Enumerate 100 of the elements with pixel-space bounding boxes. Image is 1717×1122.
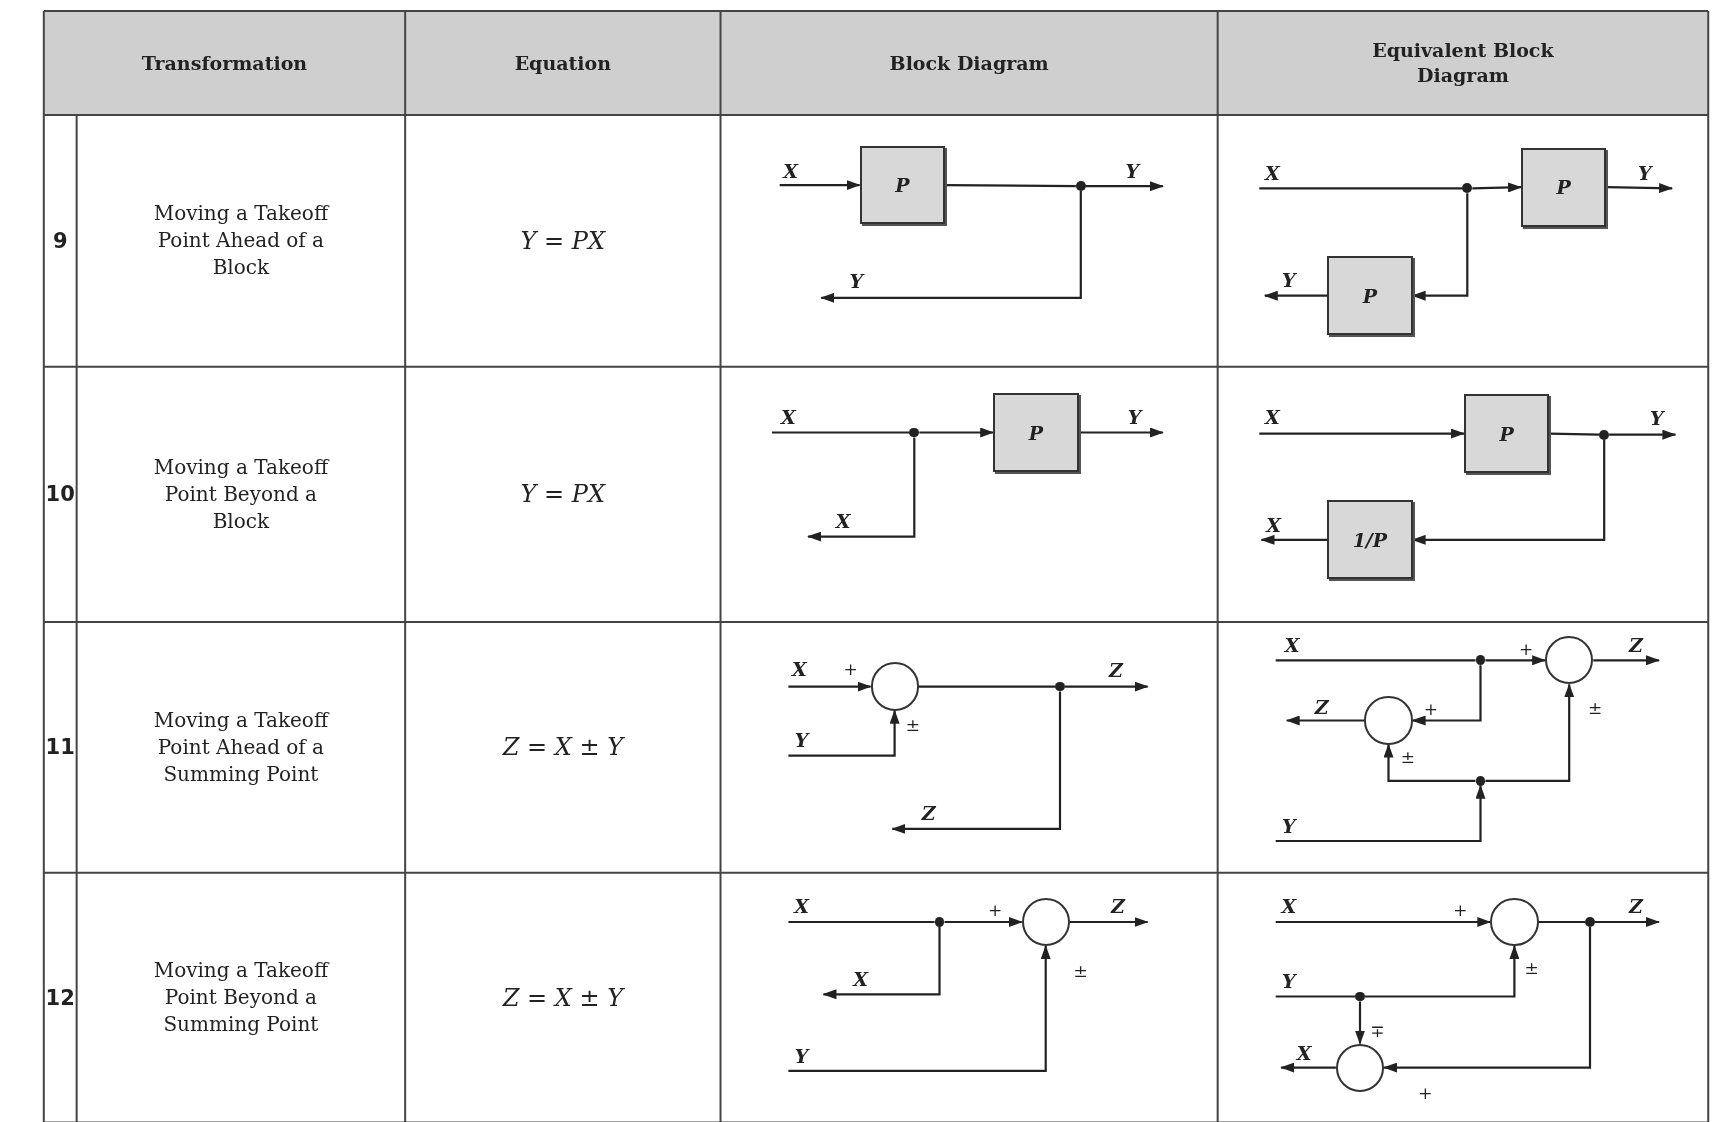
transfer-function-block: 1/P: [1327, 500, 1413, 580]
arrow: [1085, 181, 1164, 192]
signal-label: X: [791, 659, 808, 679]
signal-label: Y: [1636, 163, 1653, 183]
signal-label: Z: [1313, 697, 1330, 717]
sign-label: ±: [1400, 748, 1416, 766]
takeoff-point: [1475, 775, 1486, 786]
row-number: 10: [45, 482, 75, 507]
equation: Z = X ± Y: [502, 733, 623, 762]
sign-label: ∓: [1370, 1022, 1385, 1040]
row-number: 9: [52, 228, 68, 253]
takeoff-point: [1355, 991, 1365, 1002]
arrow: [1069, 917, 1149, 927]
transformation-name: Moving a Takeoff Point Ahead of a Summing Point: [152, 706, 331, 788]
sign-label: ±: [1588, 699, 1603, 717]
signal-line: [772, 431, 910, 434]
signal-line: [1549, 432, 1600, 436]
signal-label: X: [793, 896, 810, 916]
takeoff-point: [909, 427, 920, 438]
signal-label: Z: [920, 803, 937, 822]
sign-label: +: [843, 660, 858, 678]
sign-label: +: [988, 901, 1003, 919]
equation: Z = X ± Y: [502, 983, 623, 1012]
signal-line: [1275, 659, 1476, 662]
row-number: 11: [45, 735, 75, 760]
signal-label: Z: [1107, 660, 1124, 680]
sign-label: +: [1453, 901, 1468, 919]
sign-label: ±: [1524, 959, 1539, 977]
arrow: [1078, 427, 1164, 438]
arrow: [788, 681, 872, 692]
arrow: [1275, 917, 1492, 927]
arrow: [1606, 183, 1674, 194]
takeoff-point: [934, 917, 945, 927]
signal-line: [788, 920, 935, 924]
signal-label: Y: [1281, 270, 1297, 290]
signal-label: Z: [1628, 896, 1644, 916]
signal-label: X: [1264, 163, 1281, 183]
signal-label: X: [1295, 1043, 1313, 1063]
sign-label: +: [1418, 1084, 1433, 1102]
sign-label: ±: [905, 716, 921, 734]
transfer-function-block: P: [1464, 394, 1550, 474]
transformation-name: Moving a Takeoff Point Beyond a Summing Point: [152, 957, 331, 1039]
takeoff-point: [1599, 429, 1610, 440]
signal-label: Y: [848, 271, 865, 291]
arrow: [1285, 715, 1365, 726]
arrow: [788, 945, 1051, 1072]
signal-label: Y: [1281, 816, 1297, 836]
signal-label: Y: [1281, 971, 1297, 991]
row-number: 12: [45, 985, 75, 1010]
arrow: [1609, 429, 1677, 440]
arrow: [1260, 534, 1328, 545]
transfer-function-block: P: [1521, 147, 1607, 227]
signal-label: X: [1264, 407, 1281, 427]
signal-label: Z: [1628, 635, 1644, 655]
arrow: [1355, 1001, 1365, 1045]
transfer-function-block: P: [859, 145, 945, 225]
takeoff-point: [1585, 917, 1595, 927]
arrow: [1259, 428, 1465, 439]
column-header: Equivalent Block Diagram: [1371, 38, 1555, 88]
arrow: [1280, 1062, 1336, 1073]
sign-label: +: [1519, 640, 1534, 658]
arrow: [919, 427, 995, 438]
sign-label: ±: [1073, 962, 1088, 980]
signal-line: [945, 184, 1076, 188]
takeoff-point: [1462, 183, 1473, 194]
signal-label: X: [1283, 635, 1301, 655]
signal-label: X: [1280, 896, 1298, 916]
sign-label: +: [1423, 700, 1439, 718]
signal-label: X: [780, 407, 797, 427]
arrow: [891, 691, 1062, 834]
signal-label: Y: [793, 730, 810, 750]
arrow: [807, 437, 916, 542]
signal-label: Y: [793, 1046, 810, 1066]
arrow: [1472, 182, 1522, 193]
column-header: Transformation: [141, 50, 308, 76]
signal-line: [1259, 187, 1463, 190]
signal-label: X: [834, 511, 852, 531]
arrow: [1593, 655, 1660, 666]
column-header: Block Diagram: [889, 50, 1049, 76]
takeoff-point: [1475, 655, 1486, 666]
arrow: [1594, 917, 1660, 927]
arrow: [779, 180, 861, 191]
arrow: [1383, 926, 1592, 1073]
transformation-name: Moving a Takeoff Point Beyond a Block: [152, 453, 331, 535]
signal-line: [1538, 920, 1585, 924]
signal-label: X: [852, 969, 870, 989]
equation: Y = PX: [520, 480, 606, 509]
transfer-function-block: P: [993, 393, 1079, 472]
arrow: [1383, 743, 1476, 782]
takeoff-point: [1055, 681, 1065, 692]
arrow: [1064, 681, 1149, 692]
signal-label: Z: [1110, 896, 1126, 916]
arrow: [1275, 784, 1486, 843]
takeoff-point: [1075, 181, 1086, 192]
signal-label: X: [1265, 515, 1282, 534]
arrow: [1263, 290, 1328, 301]
equation: Y = PX: [520, 226, 606, 255]
signal-label: Y: [1649, 408, 1665, 428]
arrow: [788, 709, 900, 757]
arrow: [1411, 665, 1482, 726]
